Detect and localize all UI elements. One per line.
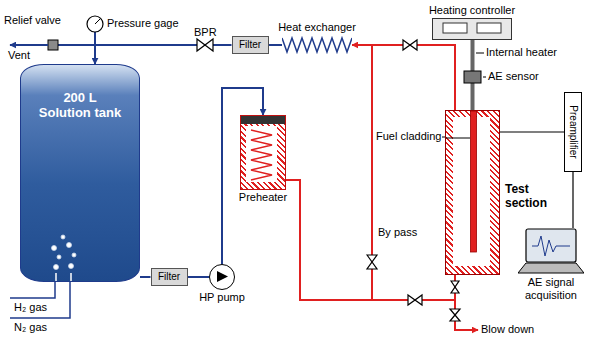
pressure-gage <box>87 16 103 32</box>
bpr-valve <box>197 39 213 51</box>
part-label: Blow down <box>481 323 534 336</box>
valve-symbol <box>367 255 377 269</box>
node-figure <box>241 116 285 189</box>
node-label: AE signal acquisition <box>511 276 591 301</box>
pipe-connector <box>140 276 151 278</box>
gas-bubble <box>69 264 74 269</box>
heat-exchanger-coil <box>282 38 352 52</box>
node-label: HP pump <box>199 291 245 304</box>
node-label: Preamplifier <box>567 105 579 158</box>
signal-trace <box>532 236 570 256</box>
laptop-screen <box>526 229 576 262</box>
node-label: Filter <box>239 39 261 51</box>
node-figure <box>518 228 584 274</box>
node-label: Heating controller <box>429 4 515 17</box>
filter-node: Filter <box>151 268 188 286</box>
gas-sparger <box>55 273 57 281</box>
part-label: Vent <box>8 49 30 62</box>
pre-node: Preheater <box>240 115 286 190</box>
part-label: By pass <box>378 226 417 239</box>
gas-bubble <box>61 235 65 239</box>
leader-line <box>446 138 470 139</box>
part-label: AE sensor <box>488 70 539 83</box>
node-label: Preheater <box>239 191 287 204</box>
hx-node: Heat exchanger <box>282 36 352 54</box>
laptop-node: AE signal acquisition <box>518 228 584 274</box>
gas-bubble <box>57 255 61 259</box>
controller-display <box>443 23 467 33</box>
ctrl-node: Heating controller <box>432 18 512 40</box>
part-label: Fuel cladding <box>376 130 441 143</box>
gas-sparger <box>70 273 72 281</box>
laptop-base <box>518 263 584 273</box>
preamp-node: Preamplifier <box>564 92 582 172</box>
leader-line <box>483 77 486 78</box>
preheater-cap <box>241 116 285 124</box>
node-label: Test section <box>505 183 555 211</box>
valve-symbol <box>450 309 460 321</box>
node-figure <box>433 19 511 39</box>
gas-bubble <box>67 243 72 248</box>
valve-symbol <box>408 295 422 305</box>
part-label: BPR <box>194 26 217 39</box>
fuel-cladding <box>471 111 477 252</box>
valve-symbol <box>403 40 417 50</box>
relief-valve <box>48 40 58 50</box>
gage-needle <box>95 19 100 24</box>
part-label: H₂ gas <box>14 301 47 314</box>
ae-sensor <box>464 71 481 83</box>
filter-node: Filter <box>232 36 269 54</box>
controller-display <box>477 23 501 33</box>
gage-pipe <box>94 32 96 45</box>
h2-gas-pipe <box>10 282 55 298</box>
node-label: 200 L Solution tank <box>36 91 124 121</box>
part-label: Internal heater <box>486 46 557 59</box>
pump-node: HP pump <box>209 264 235 290</box>
pipe-connector <box>188 276 210 278</box>
blowdown-pipe <box>455 300 478 330</box>
node-figure <box>210 265 234 289</box>
part-label: Pressure gage <box>107 17 179 30</box>
vent-arrow <box>10 44 48 46</box>
pipe-connector <box>352 45 455 110</box>
gas-bubble <box>54 265 59 270</box>
test-node: Test section <box>445 110 500 275</box>
gas-bubble <box>52 246 57 251</box>
part-label: N₂ gas <box>14 321 47 334</box>
pipe-connector <box>500 131 564 132</box>
node-figure <box>282 36 352 54</box>
node-figure <box>446 111 499 274</box>
pipe-connector <box>572 172 573 228</box>
n2-gas-pipe <box>10 282 70 318</box>
pump-symbol <box>217 271 228 282</box>
leader-line <box>476 53 484 54</box>
node-label: Heat exchanger <box>278 21 356 34</box>
pipe-connector <box>269 44 283 46</box>
valve-symbol <box>451 281 459 293</box>
heater-coil <box>251 130 272 180</box>
part-label: Relief valve <box>4 14 61 27</box>
tank-node: 200 L Solution tank <box>20 64 140 282</box>
pipe-connector <box>286 180 455 300</box>
relief-pipe <box>58 44 95 46</box>
node-label: Filter <box>158 271 180 283</box>
preheater-interior <box>246 126 277 182</box>
gas-bubble <box>72 253 76 257</box>
